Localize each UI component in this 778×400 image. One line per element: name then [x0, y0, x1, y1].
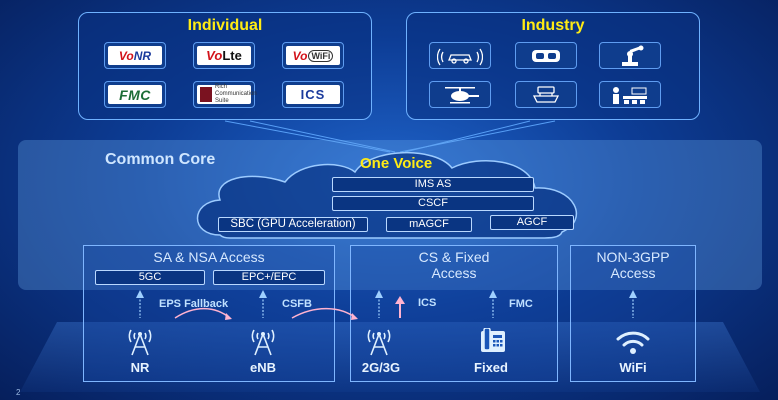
sbc-box[interactable]: SBC (GPU Acceleration)	[218, 217, 368, 232]
2g3g-tower-icon	[360, 326, 398, 361]
one-voice-cloud	[196, 152, 578, 239]
fmc-tile[interactable]: FMC	[104, 81, 166, 108]
cargo-drone-tile[interactable]	[515, 81, 577, 108]
enb-label: eNB	[249, 360, 276, 375]
individual-title: Individual	[187, 17, 263, 34]
smart-factory-icon	[603, 84, 657, 105]
robot-arm-tile[interactable]	[599, 42, 661, 69]
cs-fixed-access-panel	[350, 245, 558, 382]
helicopter-tile[interactable]	[429, 81, 491, 108]
industry-title: Industry	[521, 17, 585, 34]
one-voice-title: One Voice	[360, 155, 433, 172]
rcs-logo: Rich Communication Suite	[197, 84, 257, 104]
wifi-label: WiFi	[619, 360, 647, 375]
ims-as-box[interactable]: IMS AS	[332, 177, 534, 192]
vr-headset-tile[interactable]	[515, 42, 577, 69]
nr-label: NR	[130, 360, 150, 375]
common-core-label: Common Core	[105, 151, 216, 168]
enb-tower-icon	[244, 326, 282, 361]
fixed-label: Fixed	[474, 360, 508, 375]
sa-nsa-access-panel	[83, 245, 335, 382]
2g3g-label: 2G/3G	[361, 360, 401, 375]
wifi-icon	[614, 330, 652, 361]
ics-tile[interactable]: ICS	[282, 81, 344, 108]
magcf-box[interactable]: mAGCF	[386, 217, 472, 232]
cs-fixed-access-title: CS & Fixed Access	[418, 249, 490, 281]
csfb-label: CSFB	[282, 298, 312, 310]
rcs-tile[interactable]: Rich Communication Suite	[193, 81, 257, 108]
eps-fallback-label: EPS Fallback	[159, 298, 229, 310]
agcf-box[interactable]: AGCF	[490, 215, 574, 230]
helicopter-icon	[433, 84, 487, 105]
cargo-drone-icon	[519, 84, 573, 105]
nr-tower-icon	[121, 326, 159, 361]
page-number: 2	[16, 388, 21, 397]
epc-box[interactable]: EPC+/EPC	[213, 270, 325, 285]
robot-arm-icon	[603, 45, 657, 66]
5gc-box[interactable]: 5GC	[95, 270, 205, 285]
rcs-mark-icon	[200, 87, 212, 102]
non3gpp-access-title: NON-3GPP Access	[596, 249, 670, 281]
ics-logo: ICS	[286, 85, 340, 104]
vr-headset-icon	[519, 45, 573, 66]
fixed-phone-icon	[478, 327, 508, 359]
smart-factory-tile[interactable]	[599, 81, 661, 108]
industry-panel: Industry	[406, 12, 700, 120]
cscf-box[interactable]: CSCF	[332, 196, 534, 211]
connected-car-tile[interactable]	[429, 42, 491, 69]
ics-label: ICS	[418, 297, 437, 309]
fmc-logo: FMC	[108, 85, 162, 104]
connected-car-icon	[433, 45, 487, 66]
sa-nsa-access-title: SA & NSA Access	[153, 249, 265, 265]
fmc-label: FMC	[509, 298, 533, 310]
